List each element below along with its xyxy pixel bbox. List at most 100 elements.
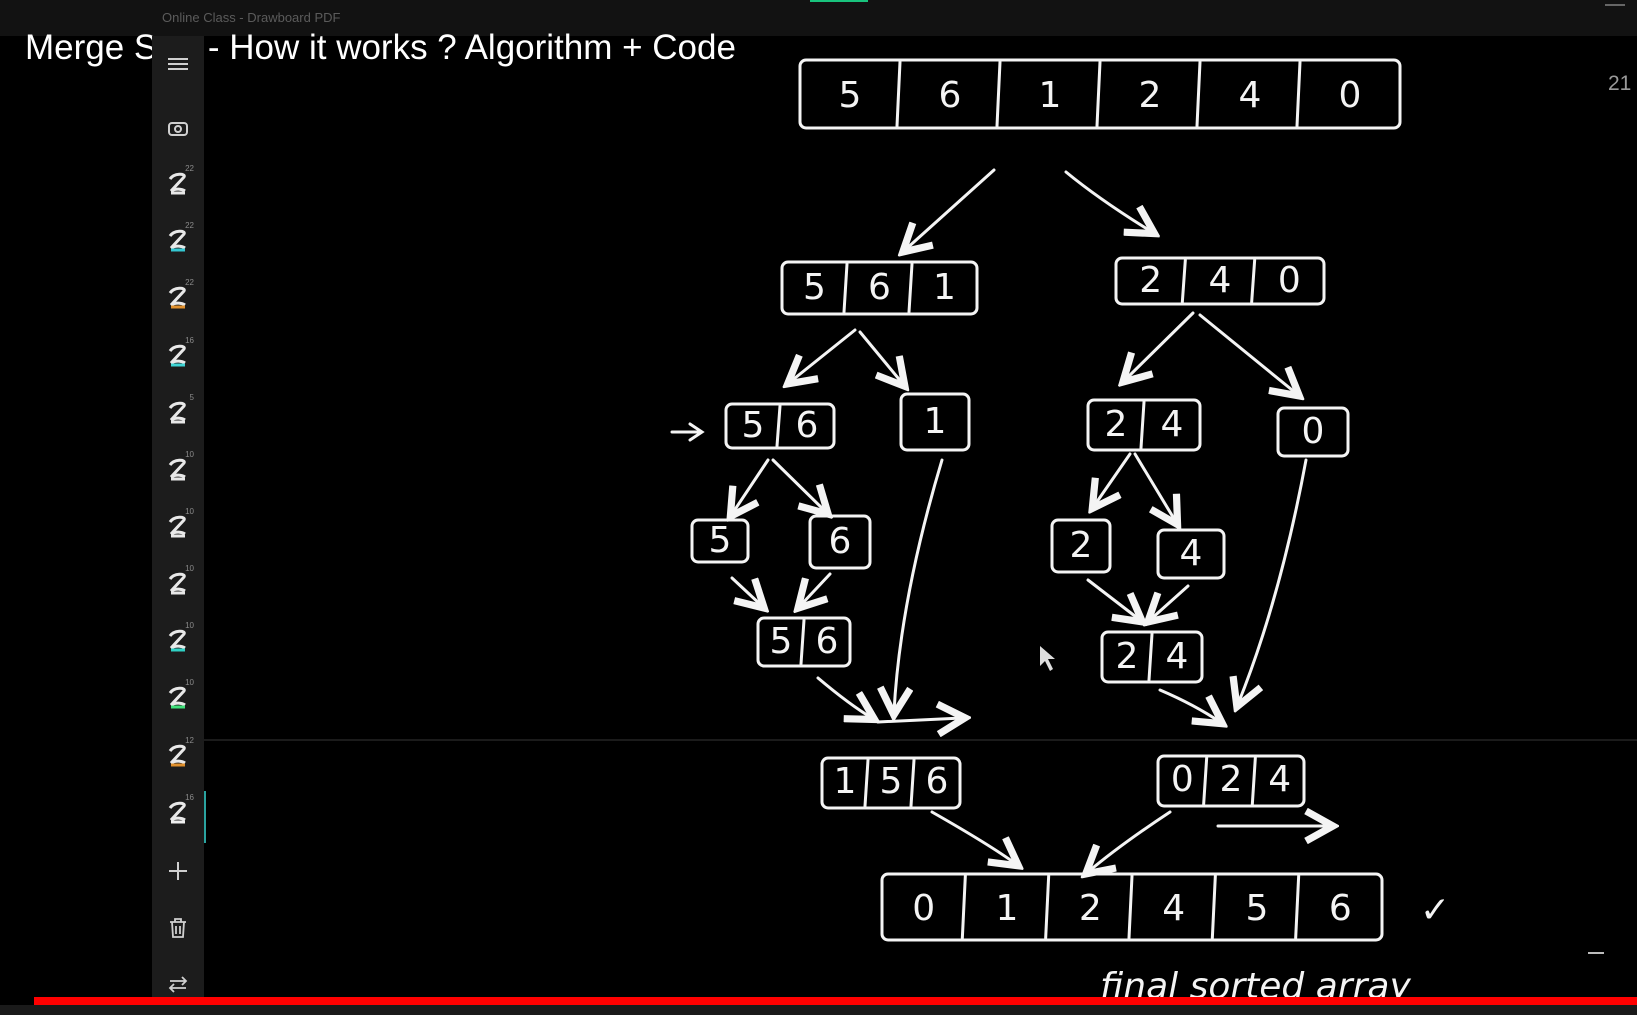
pen-size-badge: 10	[185, 564, 194, 573]
cell-value: 4	[1268, 759, 1291, 800]
cell-value: 2	[1139, 260, 1162, 301]
right-half-array	[1114, 256, 1326, 306]
minimize-icon[interactable]	[1605, 4, 1625, 6]
pen-size-badge: 10	[185, 621, 194, 630]
pen-size-badge: 22	[185, 278, 194, 287]
camera-icon[interactable]	[152, 106, 204, 150]
merged-56-array	[756, 616, 852, 668]
dash-mark	[1588, 952, 1604, 954]
trash-icon[interactable]	[152, 906, 204, 950]
cell-value: 2	[1116, 636, 1139, 677]
merge-arrow-5	[730, 576, 762, 606]
pen-size-badge: 10	[185, 507, 194, 516]
cell-value: 4	[1239, 75, 1262, 116]
arrow-to-left-pair	[790, 328, 857, 382]
pen-white-icon[interactable]: 22	[152, 162, 204, 206]
arrow-to-left-single	[858, 330, 903, 384]
cell-value: 2	[1070, 525, 1093, 566]
leaf-6-box	[808, 514, 872, 570]
cell-value: 4	[1166, 636, 1189, 677]
cell-value: 5	[803, 267, 826, 308]
cell-value: 1	[834, 761, 857, 802]
app-title: Online Class - Drawboard PDF	[162, 10, 341, 25]
swap-icon[interactable]	[152, 962, 204, 1006]
cell-value: 1	[996, 888, 1019, 929]
window-titlebar: Online Class - Drawboard PDF	[0, 0, 1637, 36]
pointer-arrow-head	[688, 422, 705, 442]
pen-white-icon[interactable]: 10	[152, 562, 204, 606]
cell-value: 0	[1339, 75, 1362, 116]
split-arrow-right	[1064, 170, 1152, 232]
pen-size-badge: 10	[185, 678, 194, 687]
cell-value: 6	[926, 761, 949, 802]
pen-cyan-icon[interactable]: 16	[152, 334, 204, 378]
check-mark: ✓	[1420, 890, 1450, 931]
cell-value: 2	[1139, 75, 1162, 116]
cell-value: 2	[1105, 404, 1128, 445]
right-pair-array	[1086, 398, 1202, 452]
pen-white-icon[interactable]: 10	[152, 505, 204, 549]
pen-size-badge: 10	[185, 450, 194, 459]
merge-arrow-2	[1086, 578, 1140, 620]
cell-value: 5	[770, 621, 793, 662]
arrow-to-leaf-6	[771, 458, 826, 512]
pen-orange-icon[interactable]: 22	[152, 276, 204, 320]
cell-value: 4	[1161, 404, 1184, 445]
merged-right-array	[1156, 754, 1306, 808]
active-indicator	[810, 0, 868, 2]
arrow-56-to-merge	[816, 676, 872, 718]
merged-24-array	[1100, 630, 1204, 684]
pen-size-badge: 12	[185, 736, 194, 745]
cell-value: 4	[1180, 533, 1203, 574]
top-array	[798, 58, 1402, 130]
cell-value: 2	[1220, 759, 1243, 800]
arrow-to-right-single	[1198, 313, 1297, 394]
pen-size-badge: 16	[185, 793, 194, 802]
leaf-5-box	[690, 518, 750, 564]
cell-value: 6	[816, 621, 839, 662]
arrow-left-to-final	[930, 810, 1016, 864]
pen-size-badge: 5	[189, 393, 194, 402]
cell-value: 6	[796, 405, 819, 446]
final-sorted-array	[880, 872, 1384, 942]
pen-white-icon[interactable]: 10	[152, 448, 204, 492]
long-arrow-right-single	[1238, 458, 1308, 704]
pen-orange-icon[interactable]: 12	[152, 734, 204, 778]
cell-value: 2	[1079, 888, 1102, 929]
arrow-to-leaf-2	[1094, 452, 1132, 506]
cell-value: 6	[829, 521, 852, 562]
cell-value: 5	[1246, 888, 1269, 929]
leaf-2-box	[1050, 518, 1112, 574]
cell-value: 0	[1171, 759, 1194, 800]
pen-white-icon[interactable]: 16	[152, 791, 206, 843]
video-progress-fill[interactable]	[34, 997, 1637, 1005]
add-icon[interactable]	[152, 849, 204, 893]
cell-value: 5	[880, 761, 903, 802]
pen-size-badge: 16	[185, 336, 194, 345]
cell-value: 6	[868, 267, 891, 308]
arrow-right-to-final	[1088, 810, 1172, 872]
pen-white-icon[interactable]: 5	[152, 391, 204, 435]
pen-cyan-icon[interactable]: 10	[152, 619, 204, 663]
annotation-toolbar: 22 22 22 16 5 10 10 10 10 10 12 16	[152, 36, 206, 1015]
right-single-box	[1276, 406, 1350, 458]
cell-value: 4	[1209, 260, 1232, 301]
arrow-24-to-merge	[1158, 688, 1220, 722]
arrow-to-leaf-4	[1133, 452, 1176, 522]
arrow-to-leaf-5	[732, 458, 770, 514]
arrow-to-right-pair	[1125, 311, 1195, 380]
cell-value: 6	[939, 75, 962, 116]
left-pair-array	[724, 402, 836, 450]
cell-value: 4	[1162, 888, 1185, 929]
long-arrow-left-single	[894, 458, 944, 712]
pen-size-badge: 22	[185, 221, 194, 230]
pen-cyan-icon[interactable]: 22	[152, 219, 204, 263]
pen-green-icon[interactable]: 10	[152, 676, 204, 720]
split-arrow-left	[905, 168, 996, 250]
cell-value: 5	[839, 75, 862, 116]
menu-icon[interactable]	[152, 42, 204, 86]
cell-value: 1	[1039, 75, 1062, 116]
video-controls-strip	[0, 1005, 1637, 1015]
